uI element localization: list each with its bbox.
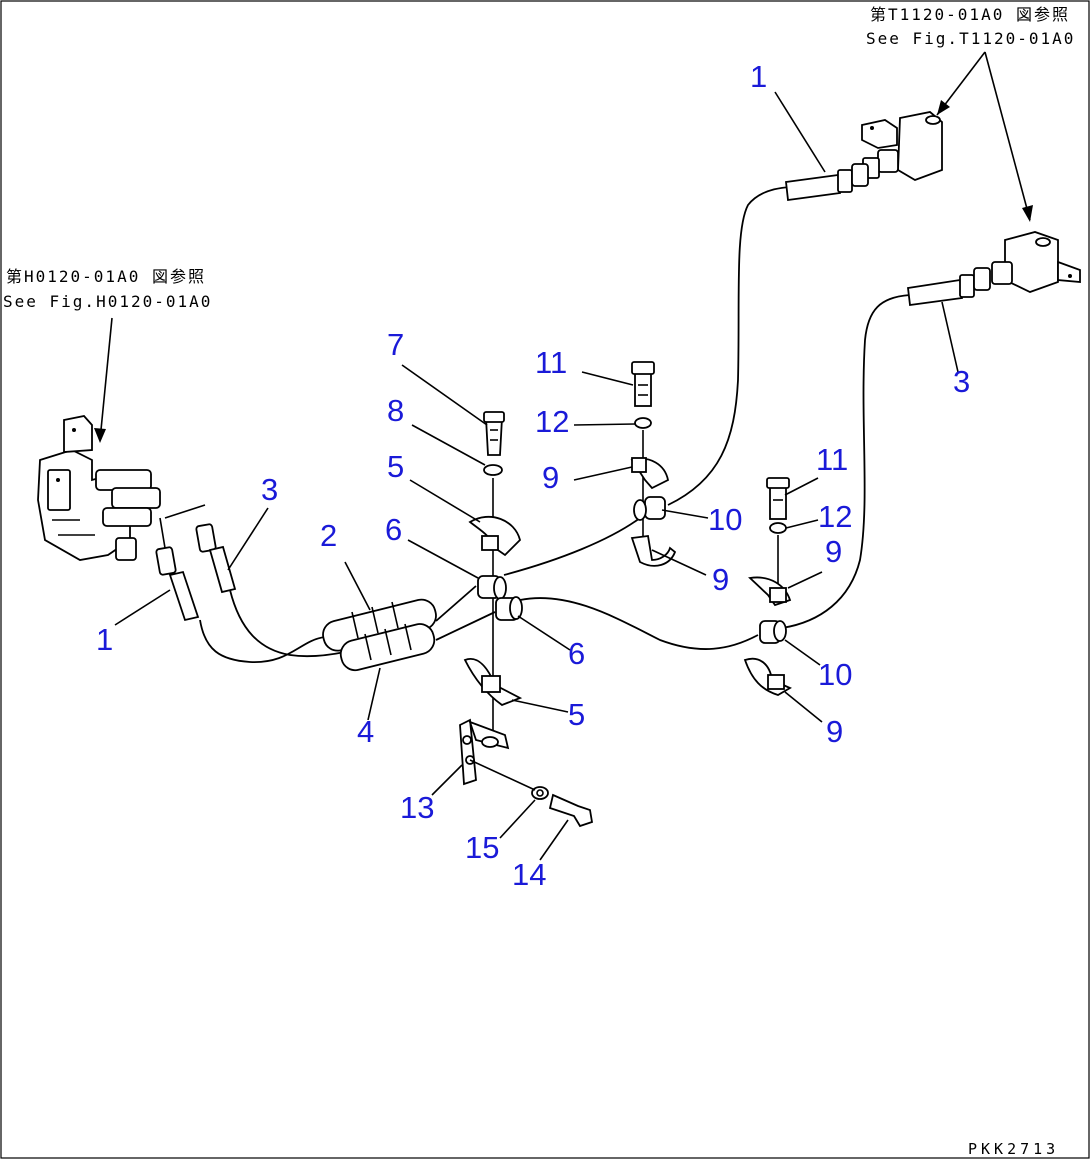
callout-3-right: 3	[953, 364, 970, 399]
control-valve-left	[37, 415, 161, 561]
callout-6-top: 6	[385, 512, 402, 547]
ref-top-right-jp: 第T1120-01A0 図参照	[870, 5, 1070, 24]
callout-7: 7	[387, 327, 404, 362]
clamp-assembly-right-lower	[743, 477, 792, 696]
callout-12-top: 12	[535, 404, 569, 439]
hose-fittings	[155, 163, 991, 622]
callout-1-left: 1	[96, 622, 113, 657]
callout-3-left: 3	[261, 472, 278, 507]
callout-4: 4	[357, 714, 374, 749]
callout-6-bottom: 6	[568, 636, 585, 671]
callout-5-bottom: 5	[568, 697, 585, 732]
callout-2: 2	[320, 518, 337, 553]
callout-12-right: 12	[818, 499, 852, 534]
clamp-assembly-center	[459, 411, 594, 828]
drawing-code: PKK2713	[968, 1140, 1059, 1158]
clamp-assembly-right-upper	[630, 361, 677, 567]
callout-1-top: 1	[750, 59, 767, 94]
callout-10-right: 10	[818, 657, 852, 692]
hoses	[199, 186, 911, 663]
callout-11-top: 11	[535, 345, 567, 380]
pilot-valve-upper	[861, 111, 943, 181]
callout-14: 14	[512, 857, 546, 892]
pilot-valve-lower	[991, 231, 1081, 293]
leader-lines	[114, 91, 959, 861]
hose-protectors	[322, 598, 437, 672]
callout-9-top: 9	[542, 460, 559, 495]
callout-labels: 1 3 3 1 2 4 7 8 5 6 6 5 11 12 9 10 9 11 …	[96, 59, 970, 892]
callout-13: 13	[400, 790, 434, 825]
callout-5-top: 5	[387, 449, 404, 484]
ref-left-en: See Fig.H0120-01A0	[3, 292, 212, 311]
ref-top-right-en: See Fig.T1120-01A0	[866, 29, 1075, 48]
callout-15: 15	[465, 830, 499, 865]
callout-11-right: 11	[816, 442, 848, 477]
ref-arrows	[94, 51, 1033, 443]
callout-10-top: 10	[708, 502, 742, 537]
callout-9-mid: 9	[712, 562, 729, 597]
callout-9-right: 9	[825, 534, 842, 569]
ref-left-jp: 第H0120-01A0 図参照	[6, 267, 206, 286]
callout-9-bottom: 9	[826, 714, 843, 749]
callout-8: 8	[387, 393, 404, 428]
